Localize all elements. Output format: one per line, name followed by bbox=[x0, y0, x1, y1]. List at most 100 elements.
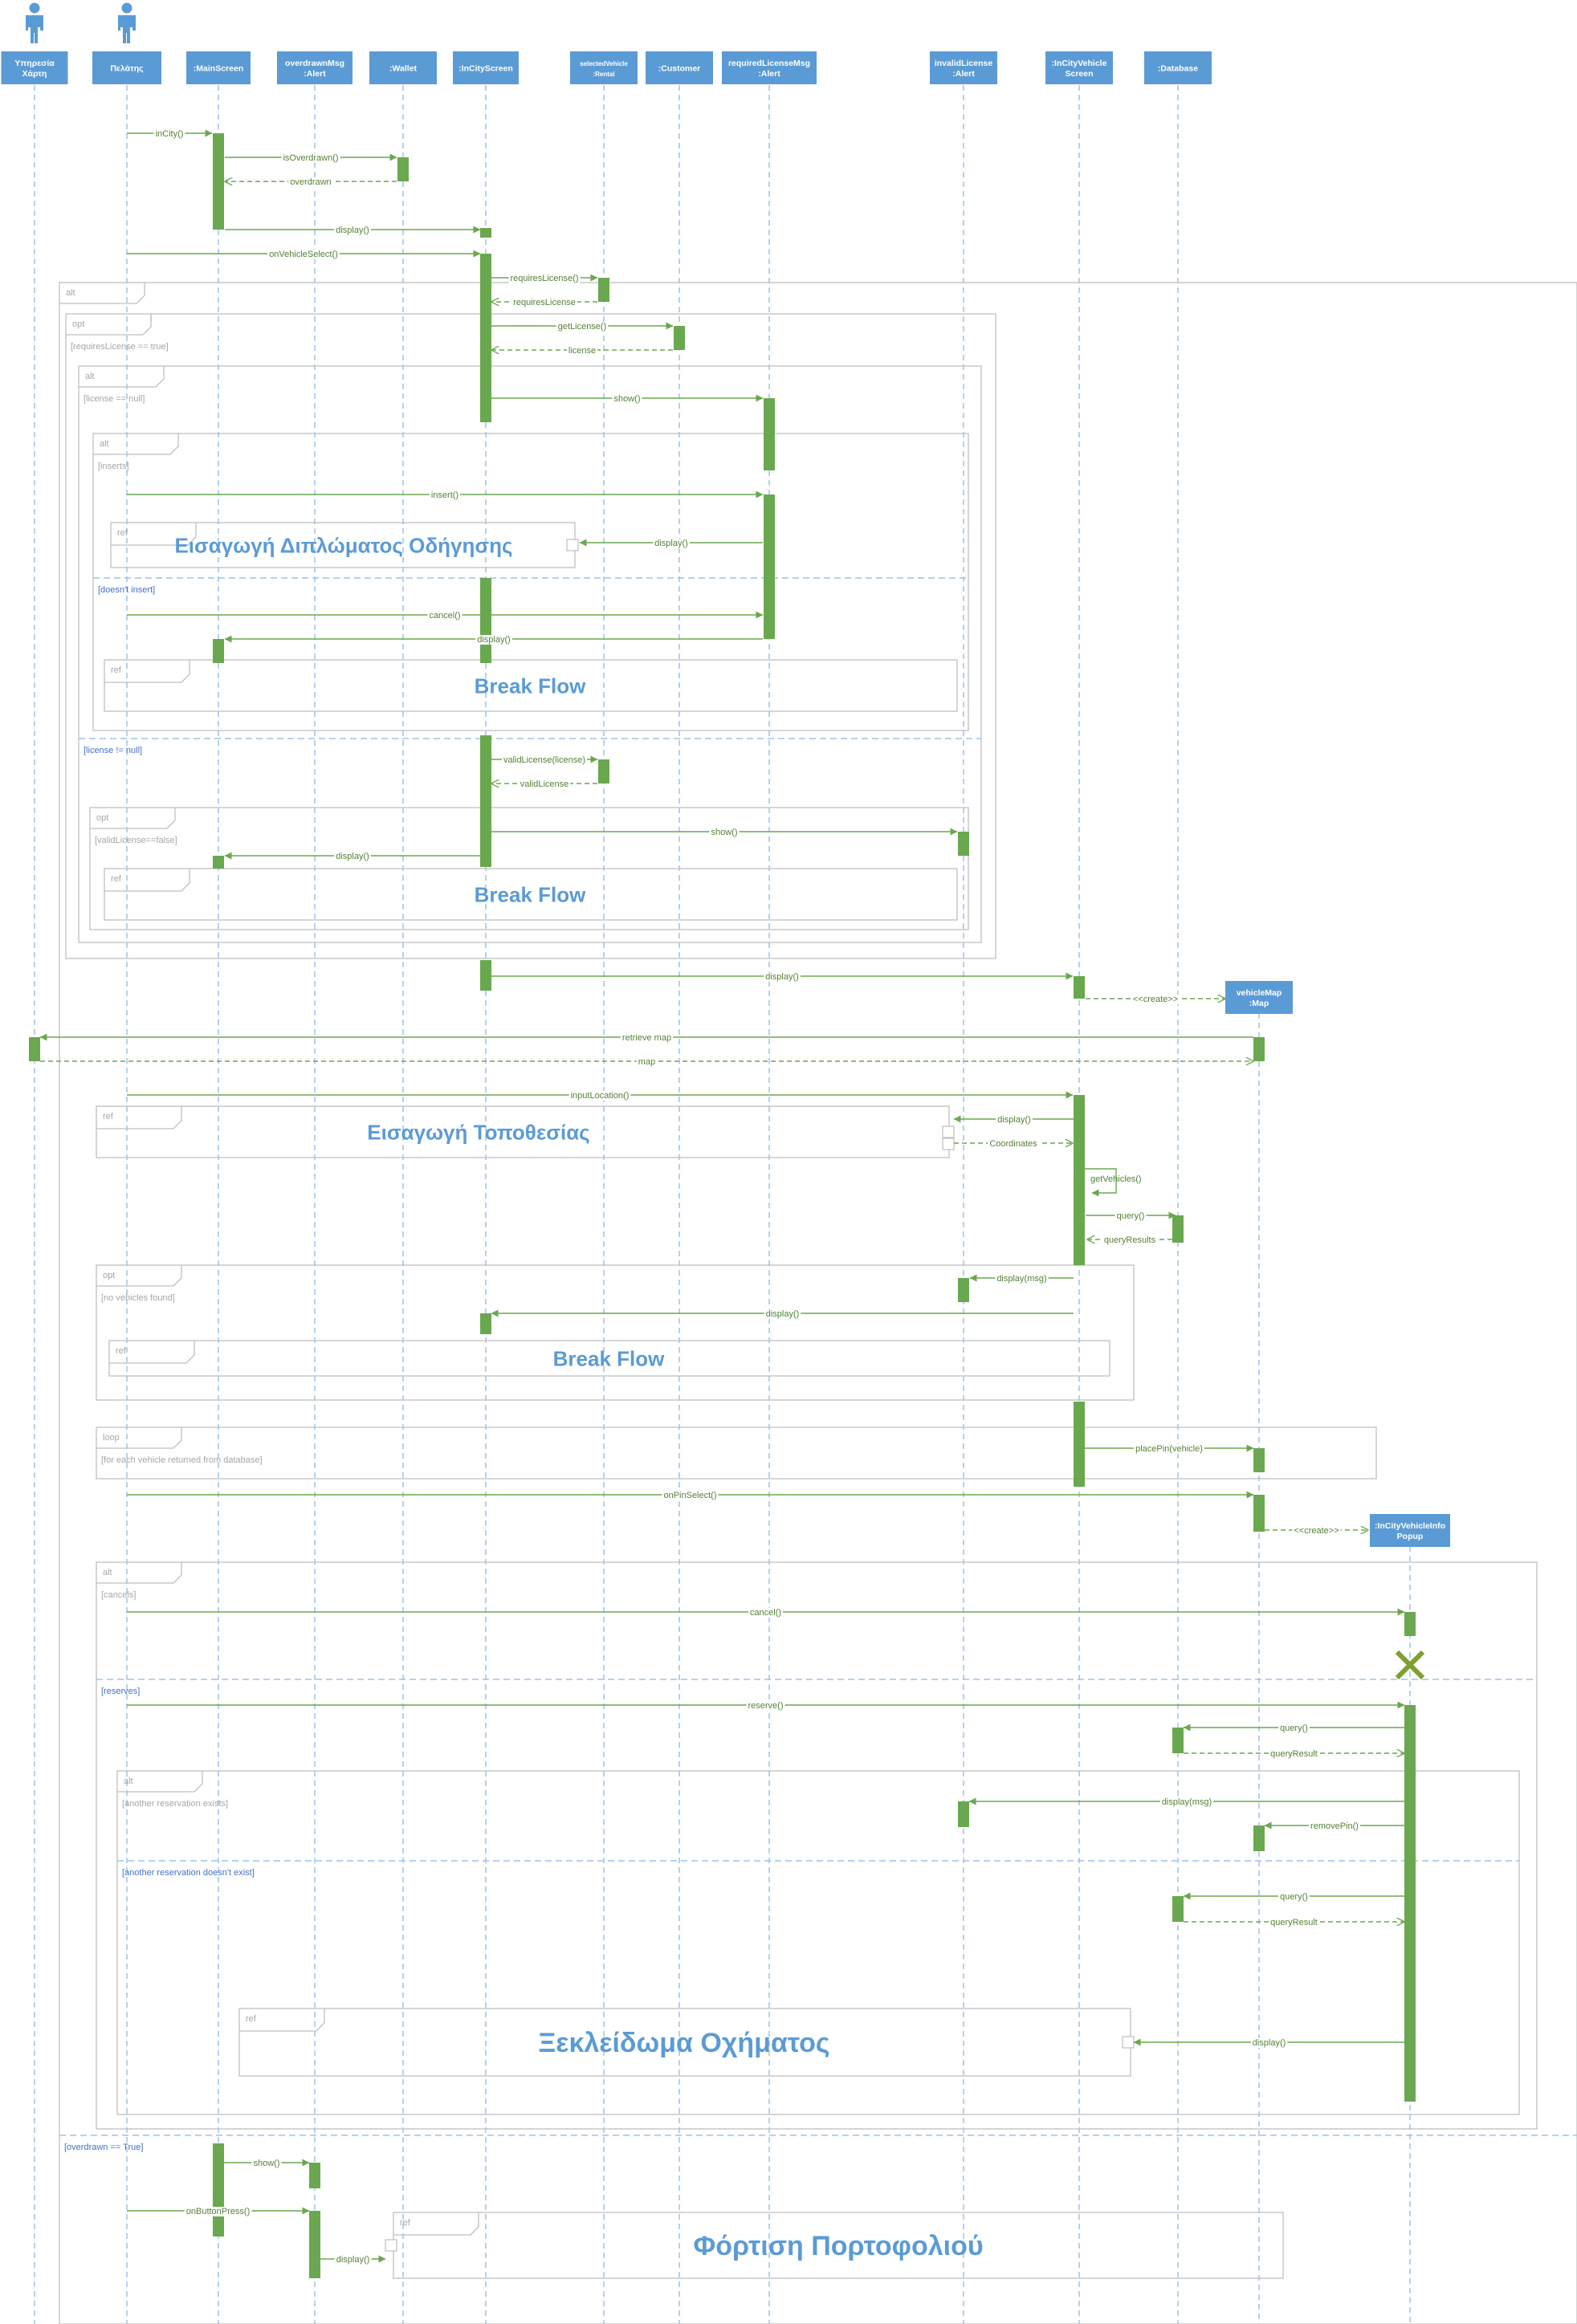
ref-title: Break Flow bbox=[475, 674, 586, 698]
ref-operator: ref bbox=[117, 528, 128, 538]
participant-wallet: :Wallet bbox=[369, 51, 437, 84]
message-isoverdrawn: isOverdrawn() bbox=[225, 153, 397, 163]
activation-bar bbox=[1253, 1448, 1265, 1472]
fragment-guard: [no vehicles found] bbox=[101, 1293, 175, 1303]
activation-bar bbox=[309, 2211, 320, 2278]
participant-customer-actor: Πελάτης bbox=[92, 2, 161, 84]
message-removepin: removePin() bbox=[1264, 1821, 1404, 1831]
message-inputlocation: inputLocation() bbox=[127, 1091, 1074, 1101]
activation-bar bbox=[480, 960, 491, 991]
message-query: query() bbox=[1183, 1724, 1404, 1733]
message-label: display() bbox=[997, 1115, 1031, 1125]
activation-bar bbox=[397, 157, 409, 181]
message-label: cancel() bbox=[429, 611, 460, 621]
alt-fragment-license: alt [license == null] bbox=[78, 365, 982, 943]
message-requireslicense: requiresLicense bbox=[491, 298, 597, 307]
message-label: display(msg) bbox=[1162, 1797, 1212, 1807]
message-retrieve-map: retrieve map bbox=[39, 1033, 1253, 1043]
activation-bar bbox=[1172, 1896, 1184, 1922]
message-overdrawn: overdrawn bbox=[225, 177, 397, 187]
message-display: display() bbox=[224, 635, 763, 645]
message-display: display() bbox=[579, 539, 763, 548]
participant-label: Χάρτη bbox=[22, 69, 47, 79]
activation-bar bbox=[29, 1037, 40, 1061]
fragment-operator: alt bbox=[103, 1568, 112, 1577]
activation-bar bbox=[213, 856, 224, 869]
message-display: display() bbox=[1133, 2038, 1404, 2048]
activation-bar bbox=[480, 735, 491, 867]
message-reserve: reserve() bbox=[127, 1701, 1405, 1711]
message-label: isOverdrawn() bbox=[283, 153, 338, 163]
ref-operator: ref bbox=[111, 665, 122, 675]
message-label: inputLocation() bbox=[571, 1091, 630, 1101]
participant-selected-vehicle: selectedVehicle:Rental bbox=[570, 51, 638, 84]
activation-bar bbox=[764, 398, 775, 470]
fragment-guard: [another reservation doesn't exist] bbox=[122, 1868, 255, 1878]
ref-title: Break Flow bbox=[475, 882, 586, 906]
message-label: query() bbox=[1280, 1892, 1308, 1902]
ref-operator: ref bbox=[103, 1112, 114, 1121]
participant-label: :Rental bbox=[593, 71, 614, 78]
activation-bar bbox=[480, 228, 491, 238]
message-label: removePin() bbox=[1310, 1821, 1359, 1831]
message-label: onVehicleSelect() bbox=[269, 250, 338, 259]
fragment-operator: alt bbox=[85, 372, 95, 381]
activation-bar bbox=[213, 2143, 224, 2236]
participant-label: Screen bbox=[1065, 69, 1093, 79]
opt-fragment-requires-license: opt[requiresLicense == true] bbox=[65, 313, 996, 959]
message-label: queryResults bbox=[1104, 1235, 1156, 1245]
activation-bar bbox=[1253, 1037, 1265, 1061]
participant-customer: :Customer bbox=[646, 51, 713, 84]
message-onbuttonpress: onButtonPress() bbox=[127, 2207, 310, 2216]
participant-vehicle-map: vehicleMap:Map bbox=[1225, 981, 1293, 1014]
message-license: license bbox=[491, 346, 673, 356]
message-label: insert() bbox=[431, 490, 458, 500]
message-incity: inCity() bbox=[127, 129, 213, 139]
message-requireslicense: requiresLicense() bbox=[491, 274, 598, 283]
ref-gate bbox=[1122, 2036, 1135, 2049]
participant-in-city-screen: :InCityScreen bbox=[453, 51, 519, 84]
participant-label: overdrawnMsg bbox=[285, 59, 344, 68]
participant-label: :Wallet bbox=[389, 64, 418, 74]
fragment-guard: [doesn't insert] bbox=[98, 585, 155, 595]
message-getvehicles: getVehicles() bbox=[1085, 1168, 1142, 1197]
participant-label: :Alert bbox=[952, 69, 975, 79]
message-show: show() bbox=[224, 2159, 310, 2168]
message-insert: insert() bbox=[127, 490, 764, 500]
message-label: getLicense() bbox=[558, 322, 607, 332]
activation-bar bbox=[1404, 1705, 1416, 2102]
message-label: display() bbox=[766, 1309, 800, 1319]
fragment-operator: opt bbox=[103, 1271, 115, 1280]
participant-label: :MainScreen bbox=[194, 64, 243, 74]
fragment-guard: [overdrawn == True] bbox=[64, 2143, 143, 2152]
fragment-operator: alt bbox=[124, 1777, 133, 1786]
message-label: cancel() bbox=[750, 1608, 781, 1618]
message-label: validLicense bbox=[520, 779, 569, 789]
message-label: retrieve map bbox=[622, 1033, 671, 1043]
participant-headers: ΥπηρεσίαΧάρτηΠελάτης:MainScreenoverdrawn… bbox=[1, 2, 1450, 1547]
fragment-guard: [reserves] bbox=[101, 1687, 140, 1696]
ref-operator: ref bbox=[400, 2218, 411, 2228]
participant-label: invalidLicense bbox=[935, 59, 993, 68]
combined-fragments: alt [overdrawn == True] opt[requiresLicens… bbox=[59, 282, 1577, 2324]
participant-label: requiredLicenseMsg bbox=[728, 59, 810, 68]
message-label: display() bbox=[336, 852, 369, 861]
fragment-guard: [inserts] bbox=[98, 462, 129, 471]
participant-label: vehicleMap bbox=[1237, 988, 1282, 998]
message-label: overdrawn bbox=[290, 177, 331, 187]
message-display: display() bbox=[491, 972, 1074, 982]
activation-bar bbox=[674, 326, 685, 350]
message-label: Coordinates bbox=[989, 1139, 1037, 1149]
fragment-guard: [cancels] bbox=[101, 1590, 136, 1600]
ref-gate bbox=[566, 539, 579, 551]
message-label: display() bbox=[765, 972, 799, 982]
message-label: getVehicles() bbox=[1090, 1174, 1142, 1184]
fragment-guard: [license == null] bbox=[84, 394, 145, 404]
message-label: requiresLicense() bbox=[511, 274, 579, 283]
activation-bar bbox=[1172, 1728, 1184, 1753]
loop-fragment-vehicles: loop[for each vehicle returned from data… bbox=[96, 1427, 1377, 1479]
participant-label: :Customer bbox=[658, 64, 701, 74]
